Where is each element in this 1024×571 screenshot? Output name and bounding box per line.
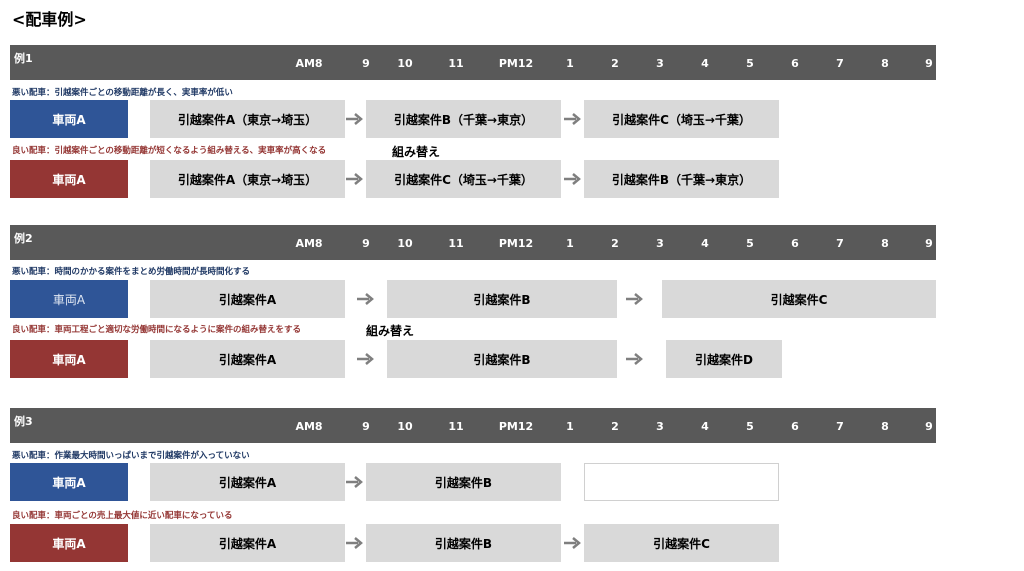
hour-label: 10 <box>397 237 413 250</box>
hour-label: 6 <box>791 420 799 433</box>
hour-label: 6 <box>791 57 799 70</box>
hour-label: 7 <box>836 420 844 433</box>
hour-label: 2 <box>611 237 619 250</box>
hour-label: 2 <box>611 420 619 433</box>
example-label: 例3 <box>14 415 33 428</box>
hour-label: 8 <box>881 57 889 70</box>
good-dispatch-note: 良い配車：車両ごとの売上最大値に近い配車になっている <box>12 511 233 521</box>
reorganize-label: 組み替え <box>392 145 441 159</box>
hour-label: 8 <box>881 237 889 250</box>
hour-label: 5 <box>746 57 754 70</box>
timeline-bar: 例3 AM8 9 10 11 PM12 1 2 3 4 5 6 7 8 9 <box>10 408 936 443</box>
arrow-right-icon <box>346 537 363 549</box>
arrow-right-icon <box>357 293 374 305</box>
hour-label: 9 <box>362 237 370 250</box>
hour-label: 1 <box>566 57 574 70</box>
reorganize-label: 組み替え <box>366 324 415 338</box>
hour-label: PM12 <box>498 420 534 433</box>
hour-label: 5 <box>746 420 754 433</box>
job-box: 引越案件A <box>150 463 345 501</box>
hour-label: 1 <box>566 237 574 250</box>
job-box: 引越案件A <box>150 340 345 378</box>
arrow-right-icon <box>626 293 643 305</box>
job-box: 引越案件A <box>150 280 345 318</box>
hour-label: 4 <box>701 237 709 250</box>
hour-label: 1 <box>566 420 574 433</box>
timeline-bar: 例2 AM8 9 10 11 PM12 1 2 3 4 5 6 7 8 9 <box>10 225 936 260</box>
arrow-right-icon <box>346 113 363 125</box>
job-box: 引越案件A <box>150 524 345 562</box>
job-box: 引越案件B <box>366 463 561 501</box>
job-box: 引越案件C <box>584 524 779 562</box>
arrow-right-icon <box>564 113 581 125</box>
vehicle-a-bad: 車両A <box>10 100 128 138</box>
hour-label: 6 <box>791 237 799 250</box>
job-box: 引越案件C（埼玉→千葉） <box>584 100 779 138</box>
job-box: 引越案件A（東京→埼玉） <box>150 100 345 138</box>
hour-label: 11 <box>448 57 464 70</box>
empty-job-slot <box>584 463 779 501</box>
vehicle-a-bad: 車両A <box>10 463 128 501</box>
hour-label: 7 <box>836 57 844 70</box>
example-label: 例1 <box>14 52 33 65</box>
job-box: 引越案件B <box>387 280 617 318</box>
example-2: 例2 AM8 9 10 11 PM12 1 2 3 4 5 6 7 8 9 悪い… <box>0 225 1024 385</box>
vehicle-a-good: 車両A <box>10 160 128 198</box>
job-box: 引越案件B（千葉→東京） <box>366 100 561 138</box>
job-box: 引越案件B <box>366 524 561 562</box>
arrow-right-icon <box>346 476 363 488</box>
vehicle-a-good: 車両A <box>10 524 128 562</box>
hour-label: 9 <box>925 420 933 433</box>
hour-label: 5 <box>746 237 754 250</box>
job-box: 引越案件D <box>666 340 782 378</box>
example-3: 例3 AM8 9 10 11 PM12 1 2 3 4 5 6 7 8 9 悪い… <box>0 408 1024 568</box>
hour-label: 4 <box>701 57 709 70</box>
example-1: 例1 AM8 9 10 11 PM12 1 2 3 4 5 6 7 8 9 悪い… <box>0 45 1024 205</box>
hour-label: 9 <box>362 57 370 70</box>
hour-label: AM8 <box>295 420 323 433</box>
hour-label: 11 <box>448 420 464 433</box>
hour-label: 9 <box>925 237 933 250</box>
hour-label: 10 <box>397 57 413 70</box>
hour-label: 9 <box>925 57 933 70</box>
good-dispatch-note: 良い配車：引越案件ごとの移動距離が短くなるよう組み替える、実車率が高くなる <box>12 146 327 156</box>
good-dispatch-note: 良い配車：車両工程ごと適切な労働時間になるように案件の組み替えをする <box>12 325 302 335</box>
hour-label: 4 <box>701 420 709 433</box>
hour-label: 2 <box>611 57 619 70</box>
arrow-right-icon <box>564 173 581 185</box>
hour-label: 3 <box>656 57 664 70</box>
hour-label: AM8 <box>295 237 323 250</box>
vehicle-a-good: 車両A <box>10 340 128 378</box>
bad-dispatch-note: 悪い配車：作業最大時間いっぱいまで引越案件が入っていない <box>12 451 250 461</box>
job-box: 引越案件A（東京→埼玉） <box>150 160 345 198</box>
arrow-right-icon <box>357 353 374 365</box>
timeline-bar: 例1 AM8 9 10 11 PM12 1 2 3 4 5 6 7 8 9 <box>10 45 936 80</box>
hour-label: 3 <box>656 237 664 250</box>
arrow-right-icon <box>564 537 581 549</box>
job-box: 引越案件B <box>387 340 617 378</box>
hour-label: 3 <box>656 420 664 433</box>
arrow-right-icon <box>346 173 363 185</box>
page-title: <配車例> <box>12 10 87 29</box>
vehicle-a-bad: 車両A <box>10 280 128 318</box>
hour-label: 11 <box>448 237 464 250</box>
hour-label: 8 <box>881 420 889 433</box>
bad-dispatch-note: 悪い配車：時間のかかる案件をまとめ労働時間が長時間化する <box>12 267 251 277</box>
hour-label: PM12 <box>498 57 534 70</box>
hour-label: 9 <box>362 420 370 433</box>
job-box: 引越案件C（埼玉→千葉） <box>366 160 561 198</box>
bad-dispatch-note: 悪い配車：引越案件ごとの移動距離が長く、実車率が低い <box>12 88 233 98</box>
job-box: 引越案件C <box>662 280 936 318</box>
hour-label: PM12 <box>498 237 534 250</box>
arrow-right-icon <box>626 353 643 365</box>
example-label: 例2 <box>14 232 33 245</box>
hour-label: 7 <box>836 237 844 250</box>
hour-label: 10 <box>397 420 413 433</box>
hour-label: AM8 <box>295 57 323 70</box>
job-box: 引越案件B（千葉→東京） <box>584 160 779 198</box>
